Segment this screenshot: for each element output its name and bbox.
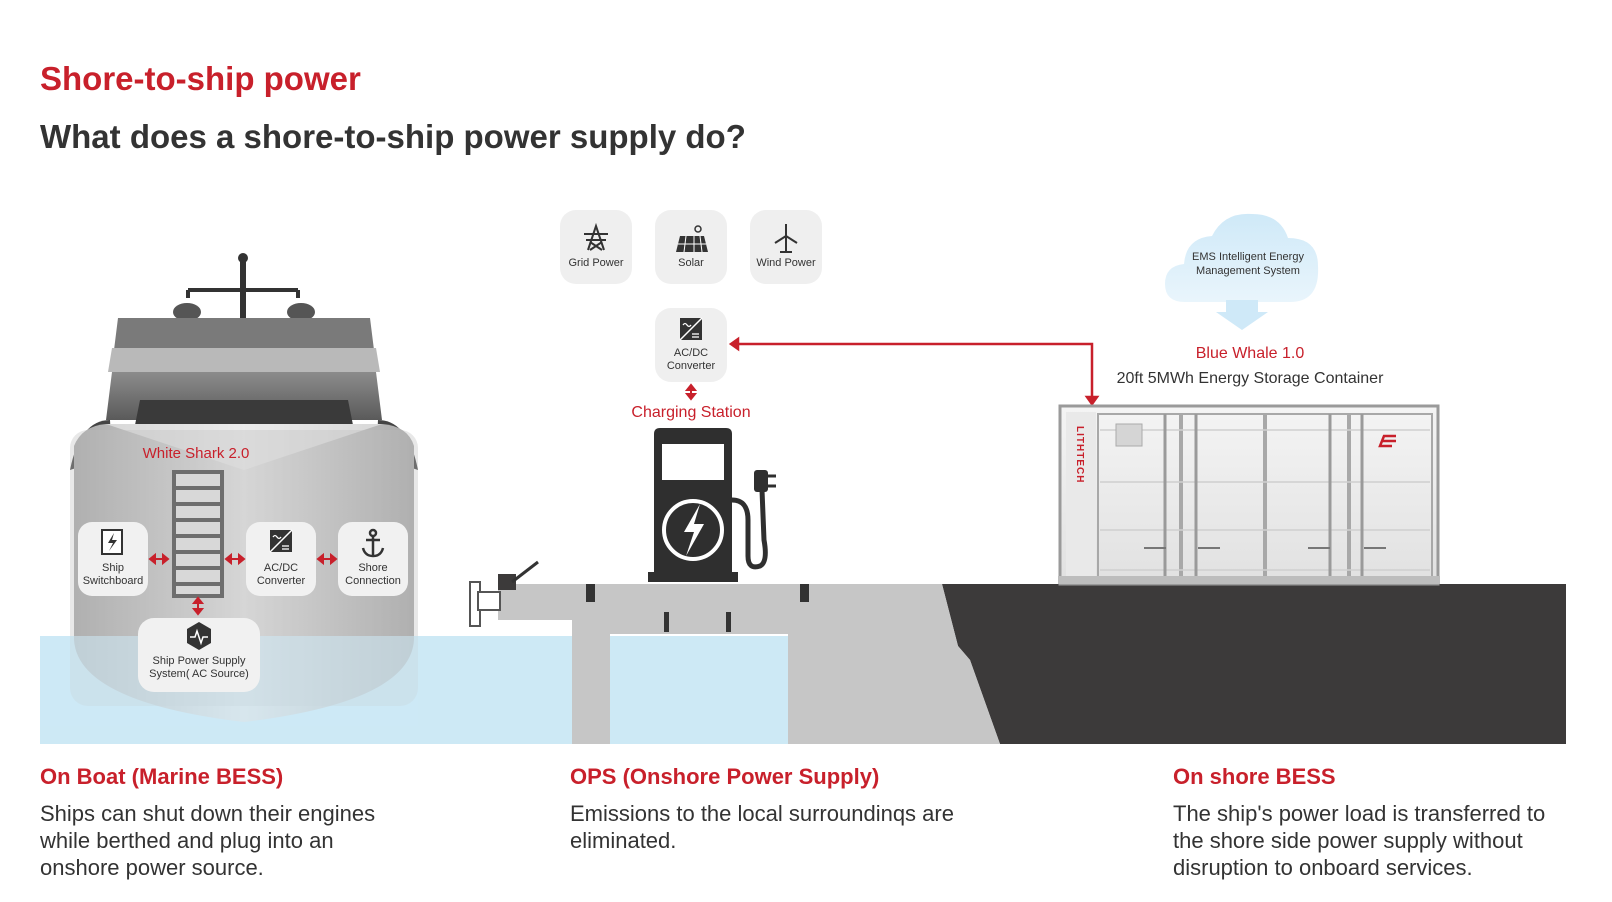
supply-node-label-line: Ship Power Supply bbox=[153, 655, 246, 667]
boat-product-label: White Shark 2.0 bbox=[143, 445, 250, 462]
page-title: Shore-to-ship power bbox=[40, 60, 361, 97]
waveform-icon bbox=[187, 622, 211, 650]
section-on-shore: On shore BESS The ship's power load is t… bbox=[1173, 764, 1603, 881]
boat-node-label-line: Shore bbox=[358, 562, 387, 574]
boat-flow-arrows bbox=[148, 552, 338, 616]
container-brand: LITHTECH bbox=[1074, 426, 1085, 483]
wind-turbine-icon bbox=[774, 224, 798, 253]
section-on-boat: On Boat (Marine BESS) Ships can shut dow… bbox=[40, 764, 520, 881]
anchor-icon bbox=[361, 528, 385, 558]
supply-node-label-line: System( AC Source) bbox=[149, 668, 249, 680]
section-body-line: disruption to onboard services. bbox=[1173, 855, 1473, 880]
section-heading: OPS (Onshore Power Supply) bbox=[570, 764, 880, 789]
source-card-grid: Grid Power bbox=[560, 210, 632, 284]
section-body: The ship's power load is transferred to … bbox=[1173, 800, 1603, 881]
boat-node-converter: AC/DC Converter bbox=[246, 522, 316, 596]
section-body-line: The ship's power load is transferred to bbox=[1173, 801, 1546, 826]
station-converter-label-line: AC/DC bbox=[674, 347, 708, 359]
station-flow-arrow bbox=[684, 383, 698, 401]
boat-node-label-line: Ship bbox=[102, 562, 124, 574]
boat-node-switchboard: Ship Switchboard bbox=[78, 522, 148, 596]
container-to-converter-line bbox=[728, 336, 1100, 407]
source-card-solar: Solar bbox=[655, 210, 727, 284]
boat-node-label-line: Connection bbox=[345, 575, 401, 587]
boat-node-label-line: AC/DC bbox=[264, 562, 298, 574]
shore-land bbox=[942, 584, 1566, 744]
boat-node-power-supply: Ship Power Supply System( AC Source) bbox=[138, 618, 260, 692]
section-body-line: eliminated. bbox=[570, 828, 677, 853]
section-body-line: onshore power source. bbox=[40, 855, 264, 880]
container-product-label: Blue Whale 1.0 bbox=[1196, 345, 1305, 362]
source-label: Solar bbox=[678, 257, 704, 269]
converter-icon bbox=[679, 317, 703, 341]
switchboard-icon bbox=[101, 529, 123, 555]
source-label: Grid Power bbox=[568, 257, 623, 269]
section-body: Ships can shut down their engines while … bbox=[40, 800, 520, 881]
ems-label-line: EMS Intelligent Energy bbox=[1192, 251, 1304, 263]
source-label: Wind Power bbox=[756, 257, 816, 269]
charging-station-illustration bbox=[648, 428, 776, 582]
section-body-line: while berthed and plug into an bbox=[40, 828, 334, 853]
battery-stack bbox=[172, 470, 224, 598]
section-ops: OPS (Onshore Power Supply) Emissions to … bbox=[570, 764, 1130, 854]
section-heading: On Boat (Marine BESS) bbox=[40, 764, 284, 789]
section-heading: On shore BESS bbox=[1173, 764, 1336, 789]
ems-label-line: Management System bbox=[1196, 265, 1300, 277]
brand-logo-icon bbox=[1378, 434, 1396, 448]
section-body-line: the shore side power supply without bbox=[1173, 828, 1523, 853]
ship-illustration bbox=[40, 253, 418, 726]
dock bbox=[469, 560, 1000, 744]
source-card-wind: Wind Power bbox=[750, 210, 822, 284]
boat-node-shore-connection: Shore Connection bbox=[338, 522, 408, 596]
converter-icon bbox=[269, 529, 293, 553]
ems-cloud: EMS Intelligent Energy Management System bbox=[1165, 213, 1319, 330]
solar-panel-icon bbox=[676, 225, 708, 253]
charging-station-label: Charging Station bbox=[631, 404, 750, 421]
section-body-line: Emissions to the local surroundinqs are bbox=[570, 801, 954, 826]
station-converter-label-line: Converter bbox=[667, 360, 716, 372]
grid-tower-icon bbox=[584, 222, 608, 251]
energy-storage-container: LITHTECH bbox=[1058, 404, 1440, 586]
section-body-line: Ships can shut down their engines bbox=[40, 801, 376, 826]
section-body: Emissions to the local surroundinqs are … bbox=[570, 800, 1130, 854]
boat-node-label-line: Switchboard bbox=[83, 575, 144, 587]
boat-node-label-line: Converter bbox=[257, 575, 306, 587]
container-description: 20ft 5MWh Energy Storage Container bbox=[1117, 370, 1384, 387]
station-converter-card: AC/DC Converter bbox=[655, 308, 727, 382]
page-subtitle: What does a shore-to-ship power supply d… bbox=[40, 118, 746, 155]
